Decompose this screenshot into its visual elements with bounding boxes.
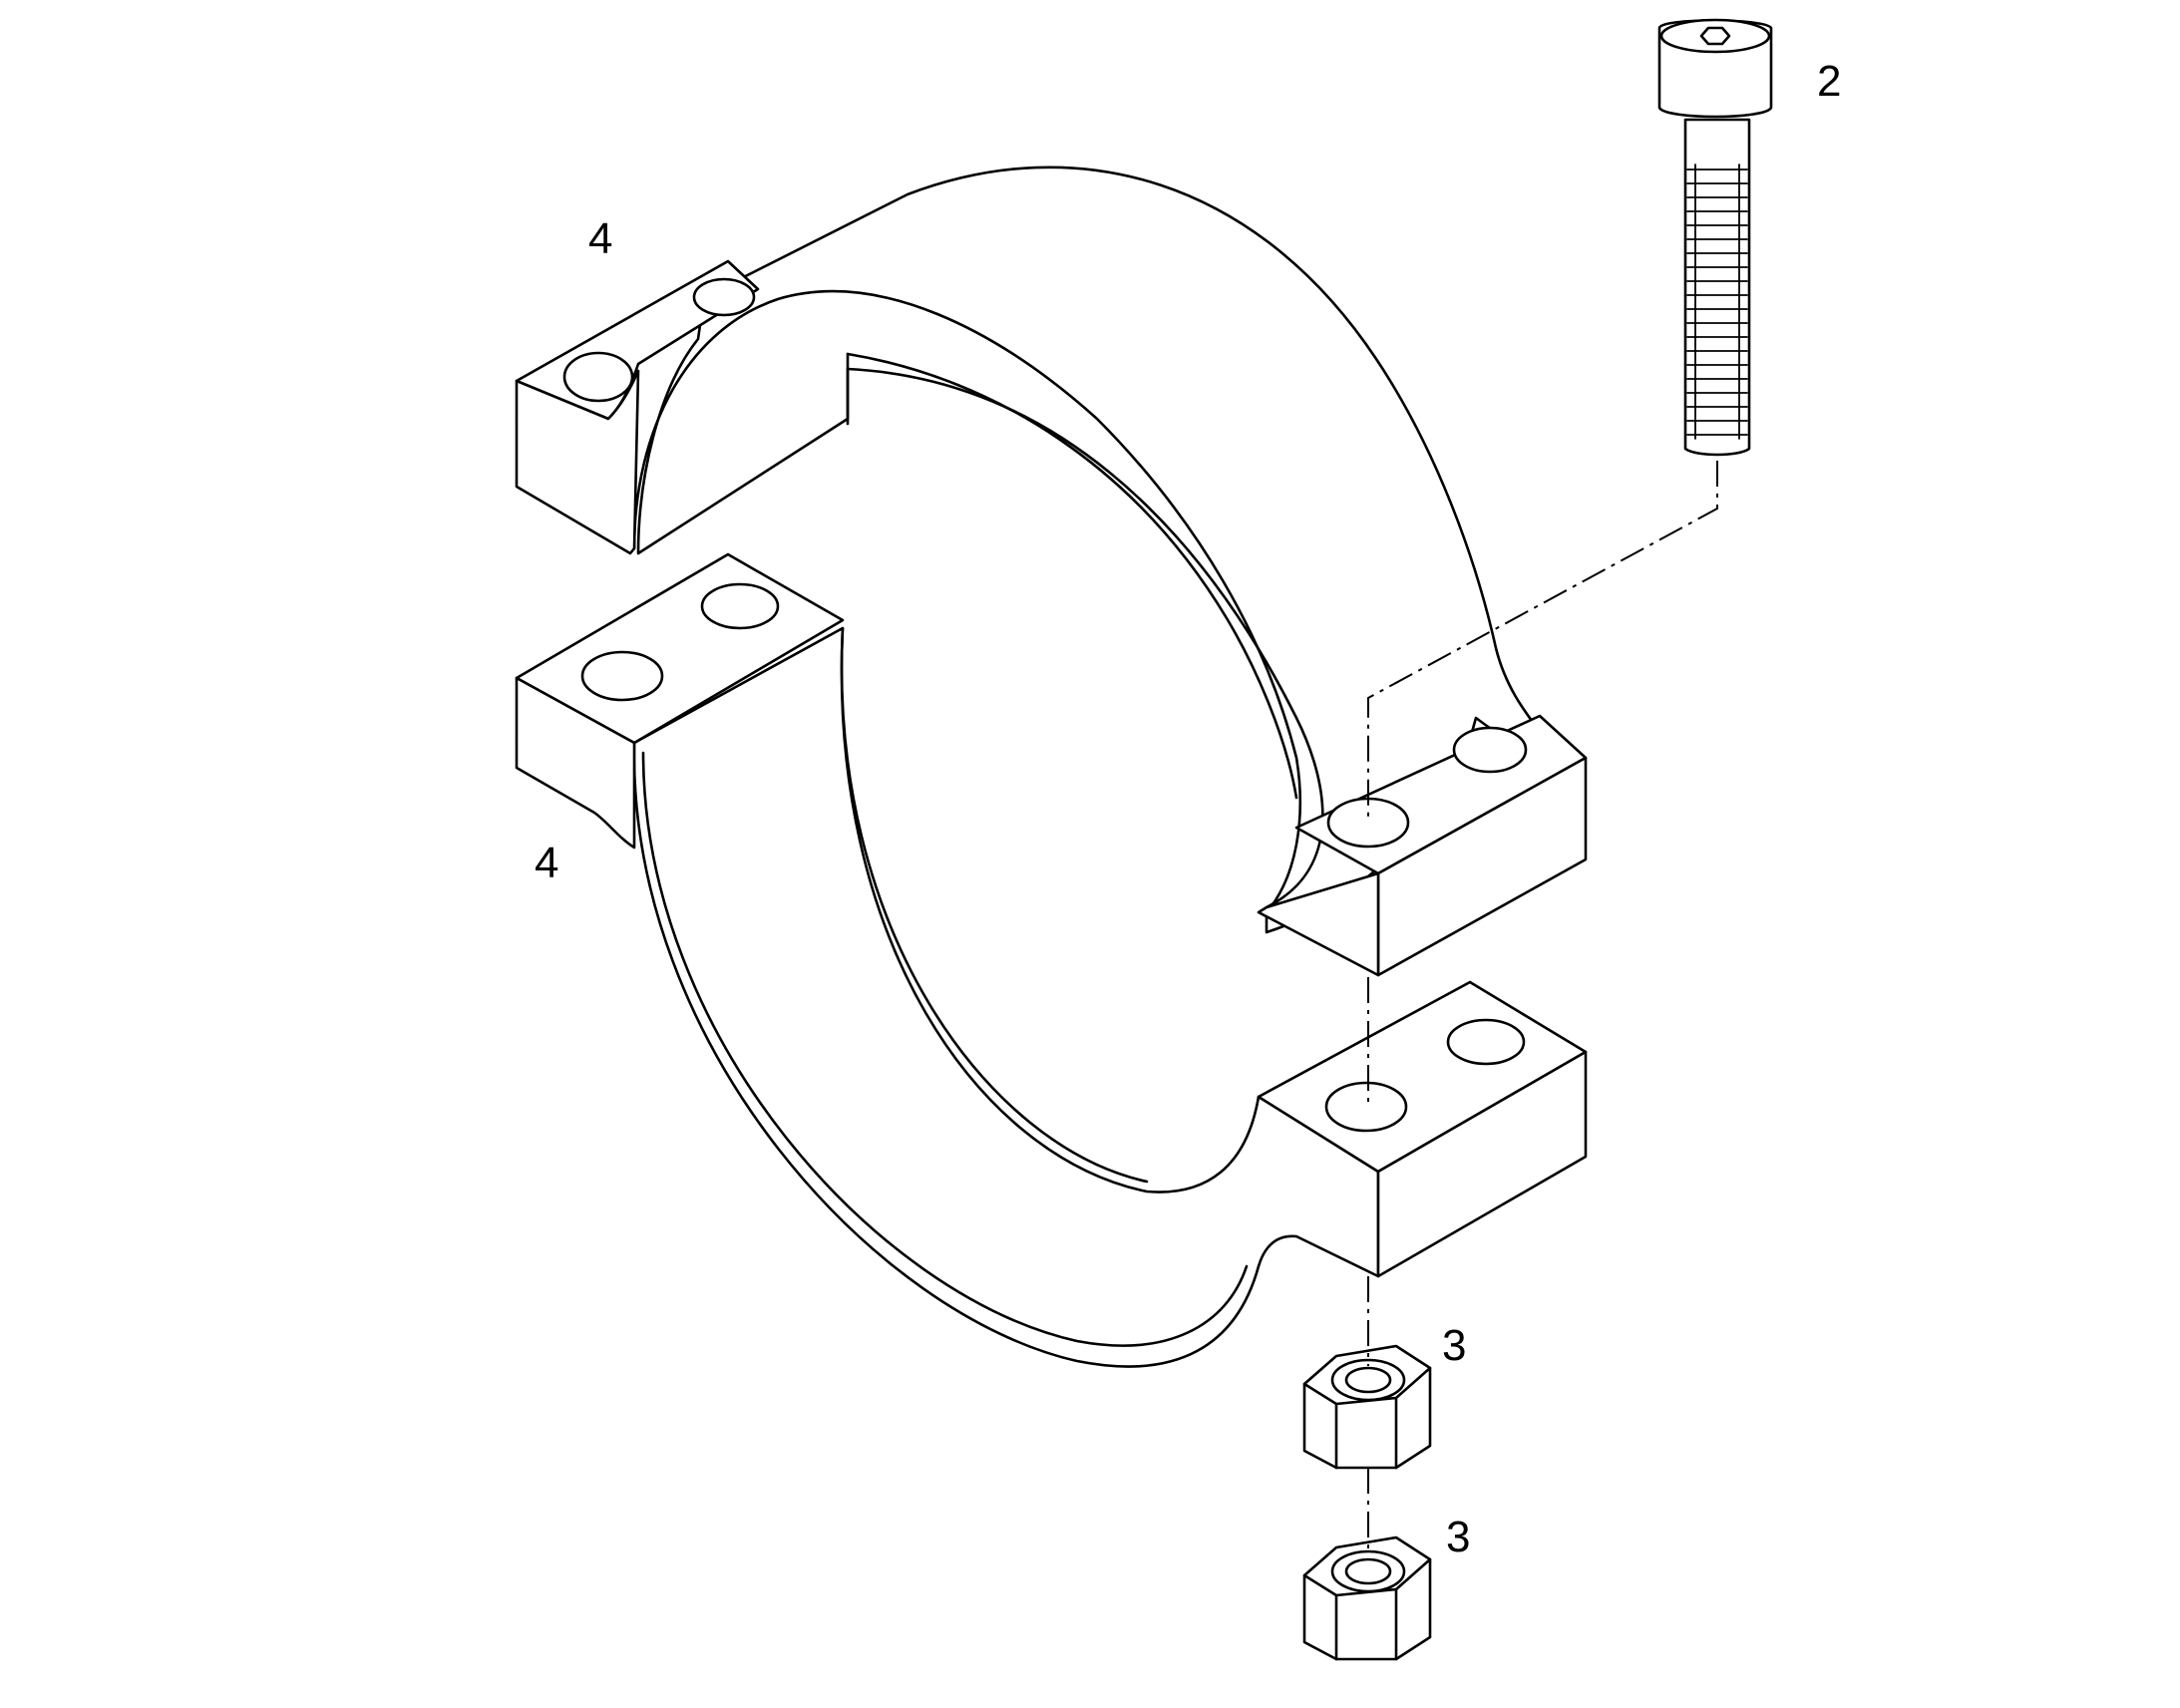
- nut-lower-bore: [1330, 1549, 1406, 1593]
- callout-nut-lower: 3: [1446, 1513, 1470, 1561]
- callout-upper-clamp: 4: [588, 214, 612, 263]
- callout-nut-upper: 3: [1442, 1321, 1466, 1370]
- lower-right-tab-front: [1376, 1050, 1588, 1278]
- upper-clamp-rim-line: [846, 352, 1298, 800]
- screw-shank: [1683, 118, 1751, 457]
- lower-clamp-band: [632, 626, 1380, 1368]
- upper-right-tab-side: [1257, 871, 1380, 977]
- callout-lower-clamp: 4: [535, 839, 558, 887]
- lower-clamp-inner-wall: [840, 626, 1149, 1184]
- lower-left-hole-front: [580, 650, 664, 702]
- hex-nut-upper: [1302, 1344, 1432, 1470]
- hex-socket-icon: [1699, 26, 1731, 46]
- lower-left-hole-back: [700, 582, 780, 630]
- callout-screw: 2: [1817, 57, 1841, 106]
- lower-right-hole-back: [1446, 1018, 1526, 1066]
- upper-left-hole-front: [562, 351, 634, 403]
- lower-clamp-inner-edge: [641, 751, 1249, 1347]
- lower-left-tab-front: [515, 676, 636, 850]
- upper-right-hole-back: [1452, 726, 1528, 774]
- upper-left-hole-back: [692, 277, 756, 317]
- cap-screw: [1657, 18, 1773, 457]
- assembly-centerline: [1367, 461, 1718, 818]
- screw-threads: [1686, 164, 1748, 440]
- upper-clamp-inner-edge: [632, 290, 1302, 914]
- upper-right-hole-front: [1326, 797, 1410, 849]
- hex-nut-lower: [1302, 1536, 1432, 1661]
- upper-left-tab-front: [515, 369, 640, 555]
- lower-clamp-half: [515, 552, 1588, 1368]
- screw-head-top: [1659, 18, 1771, 54]
- nut-upper-bore: [1330, 1358, 1406, 1402]
- upper-clamp-half: [515, 166, 1588, 977]
- lower-right-hole-front: [1324, 1081, 1408, 1133]
